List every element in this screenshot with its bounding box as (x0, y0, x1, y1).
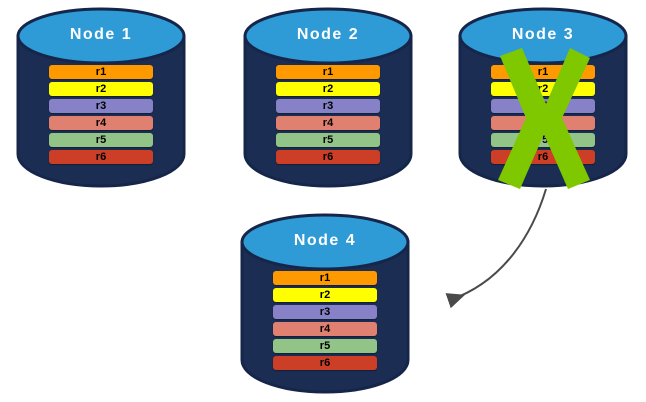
node-1[interactable]: Node 1 r1 r2 r3 r4 r5 r6 (16, 6, 186, 188)
row-bar-r4[interactable]: r4 (273, 322, 377, 336)
row-bar-r5[interactable]: r5 (49, 133, 153, 147)
row-bar-r2[interactable]: r2 (491, 82, 595, 96)
node-2[interactable]: Node 2 r1 r2 r3 r4 r5 r6 (243, 6, 413, 188)
node-4[interactable]: Node 4 r1 r2 r3 r4 r5 r6 (240, 212, 410, 394)
row-bar-r1[interactable]: r1 (491, 65, 595, 79)
row-bar-r6[interactable]: r6 (491, 150, 595, 164)
row-bar-r6[interactable]: r6 (49, 150, 153, 164)
row-bar-r5[interactable]: r5 (276, 133, 380, 147)
row-bar-r2[interactable]: r2 (49, 82, 153, 96)
node-1-rows: r1 r2 r3 r4 r5 r6 (16, 65, 186, 164)
row-bar-r2[interactable]: r2 (276, 82, 380, 96)
row-bar-r4[interactable]: r4 (276, 116, 380, 130)
node-3-rows: r1 r2 r3 r4 r5 r6 (458, 65, 628, 164)
row-bar-r1[interactable]: r1 (49, 65, 153, 79)
row-bar-r3[interactable]: r3 (491, 99, 595, 113)
row-bar-r5[interactable]: r5 (491, 133, 595, 147)
row-bar-r5[interactable]: r5 (273, 339, 377, 353)
row-bar-r1[interactable]: r1 (276, 65, 380, 79)
row-bar-r6[interactable]: r6 (276, 150, 380, 164)
row-bar-r2[interactable]: r2 (273, 288, 377, 302)
node-3[interactable]: Node 3 r1 r2 r3 r4 r5 r6 (458, 6, 628, 188)
row-bar-r3[interactable]: r3 (49, 99, 153, 113)
row-bar-r4[interactable]: r4 (491, 116, 595, 130)
row-bar-r1[interactable]: r1 (273, 271, 377, 285)
arrow-path (445, 188, 547, 309)
row-bar-r3[interactable]: r3 (273, 305, 377, 319)
node-4-rows: r1 r2 r3 r4 r5 r6 (240, 271, 410, 370)
row-bar-r3[interactable]: r3 (276, 99, 380, 113)
node-2-rows: r1 r2 r3 r4 r5 r6 (243, 65, 413, 164)
row-bar-r4[interactable]: r4 (49, 116, 153, 130)
row-bar-r6[interactable]: r6 (273, 356, 377, 370)
